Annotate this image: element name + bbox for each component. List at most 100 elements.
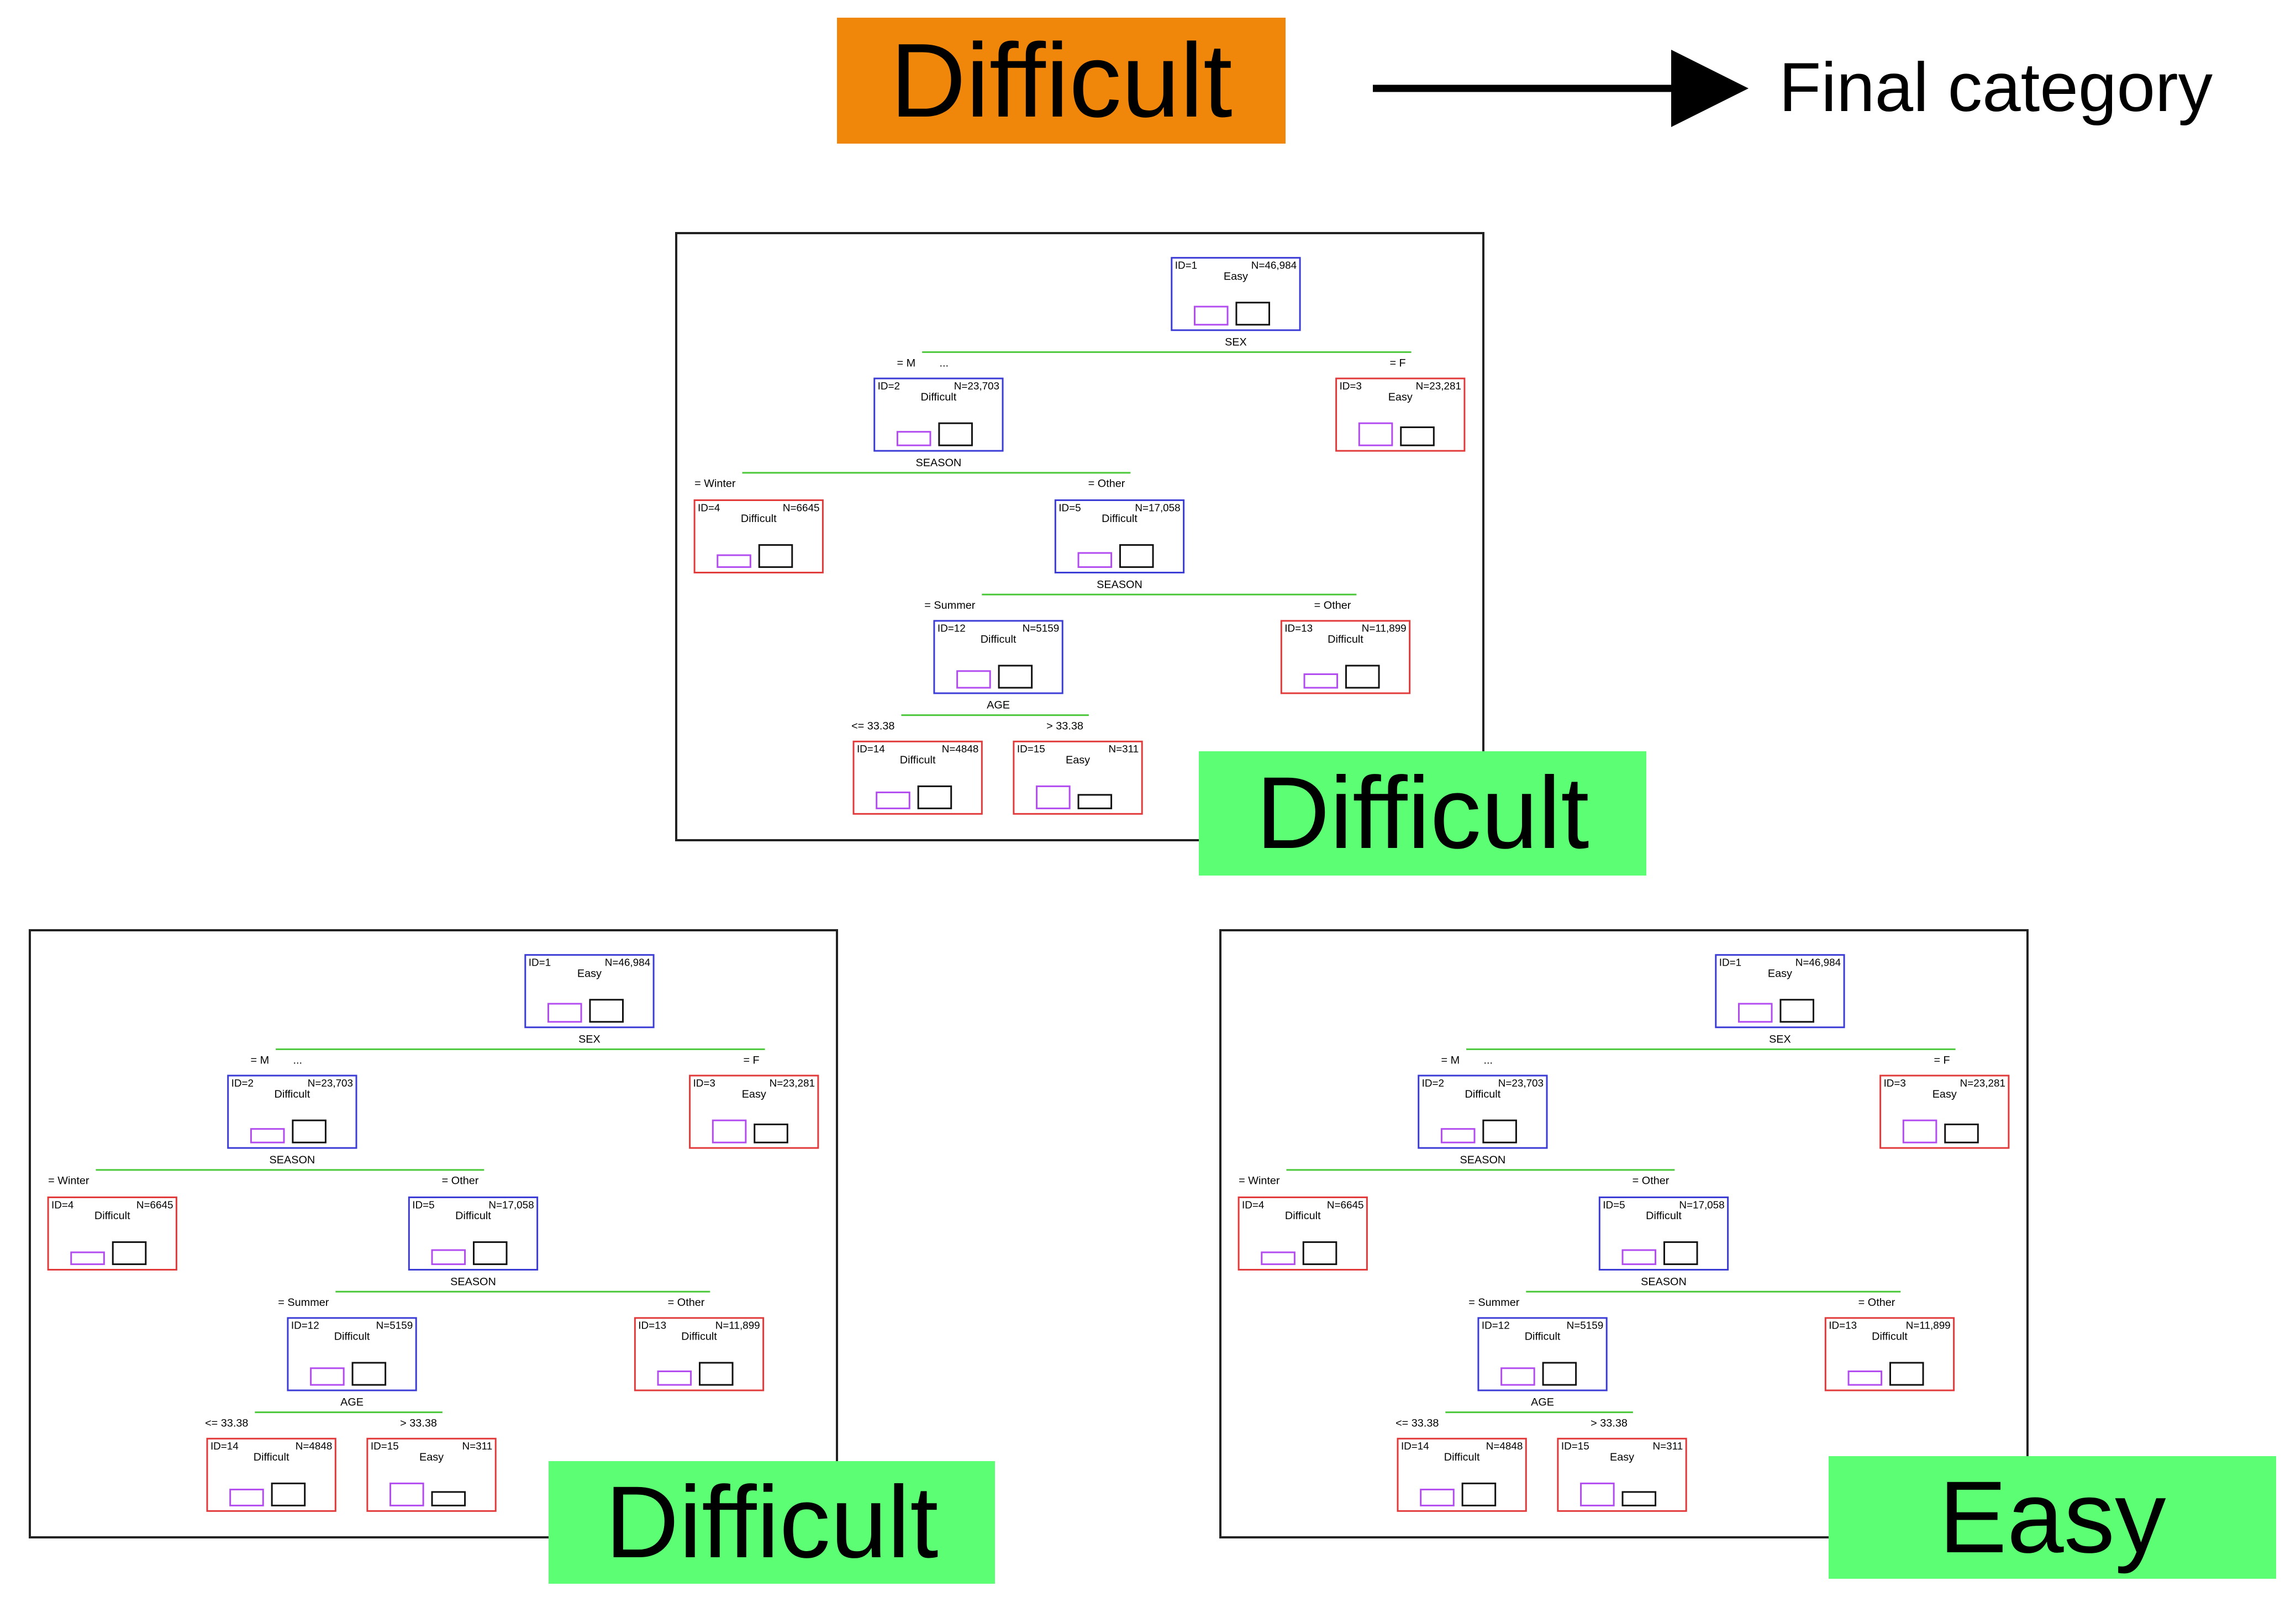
bar-difficult xyxy=(1944,1123,1979,1143)
bar-easy xyxy=(229,1488,264,1506)
bar-easy xyxy=(1902,1119,1937,1143)
node-count: N=5159 xyxy=(1567,1320,1604,1331)
node-count: N=6645 xyxy=(783,502,820,513)
node-id: ID=3 xyxy=(1884,1077,1906,1089)
node-count: N=23,703 xyxy=(954,380,999,392)
bar-difficult xyxy=(1345,665,1380,689)
node-class-label: Difficult xyxy=(1646,1210,1682,1222)
branch-label-left: = Summer xyxy=(924,599,975,612)
branch-label-right: = Other xyxy=(1314,599,1351,612)
bar-easy xyxy=(250,1128,285,1143)
node-class-label: Difficult xyxy=(275,1088,310,1100)
bar-difficult xyxy=(698,1362,734,1386)
node-split-variable: SEASON xyxy=(270,1154,315,1166)
bar-easy xyxy=(1621,1249,1657,1266)
node-id: ID=15 xyxy=(371,1440,399,1452)
bar-difficult xyxy=(938,422,973,446)
branch-label-right: = Other xyxy=(668,1296,705,1309)
node-count: N=11,899 xyxy=(1362,623,1407,634)
node-class-label: Easy xyxy=(1066,754,1090,766)
node-id: ID=4 xyxy=(51,1199,73,1210)
bar-difficult xyxy=(1542,1362,1577,1386)
node-count: N=46,984 xyxy=(1795,957,1841,968)
final-category-swatch: Difficult xyxy=(837,18,1286,144)
node-id: ID=14 xyxy=(210,1440,239,1452)
node-box xyxy=(1824,1317,1955,1392)
node-split-variable: SEASON xyxy=(1641,1276,1687,1288)
tree-panel-top: = M...= F= Winter= Other= Summer= Other<… xyxy=(675,232,1484,841)
node-id: ID=5 xyxy=(412,1199,434,1210)
node-count: N=4848 xyxy=(942,743,979,755)
node-count: N=4848 xyxy=(1486,1440,1523,1452)
node-box xyxy=(408,1196,539,1271)
bar-easy xyxy=(547,1003,582,1023)
bar-difficult xyxy=(589,999,624,1023)
decision-tree: = M...= F= Winter= Other= Summer= Other<… xyxy=(47,954,819,1512)
branch-label-left: = M xyxy=(897,357,916,369)
node-id: ID=14 xyxy=(1401,1440,1429,1452)
bar-difficult xyxy=(998,665,1033,689)
node-id: ID=15 xyxy=(1561,1440,1589,1452)
right-arrow-icon xyxy=(1373,50,1749,127)
node-id: ID=12 xyxy=(291,1320,319,1331)
node-id: ID=12 xyxy=(938,623,966,634)
bar-easy xyxy=(1580,1482,1615,1506)
node-class-label: Difficult xyxy=(254,1451,289,1463)
bar-easy xyxy=(70,1251,105,1266)
branch-label-right: = Other xyxy=(442,1175,479,1187)
branch-label-left: <= 33.38 xyxy=(205,1417,248,1429)
node-count: N=23,281 xyxy=(1416,380,1461,392)
node-id: ID=13 xyxy=(1829,1320,1857,1331)
verdict-text: Difficult xyxy=(1256,756,1589,870)
branch-label-left: = Winter xyxy=(1239,1175,1280,1187)
branch-label-right: = F xyxy=(1389,357,1405,369)
node-count: N=5159 xyxy=(376,1320,413,1331)
node-class-label: Easy xyxy=(1610,1451,1634,1463)
bar-easy xyxy=(657,1370,692,1386)
bar-difficult xyxy=(1077,794,1113,809)
node-id: ID=13 xyxy=(638,1320,666,1331)
tree-panel-bottom-right: = M...= F= Winter= Other= Summer= Other<… xyxy=(1219,929,2029,1538)
branch-label-left: = Summer xyxy=(278,1296,329,1309)
node-class-label: Difficult xyxy=(1285,1210,1321,1222)
node-id: ID=3 xyxy=(1340,380,1362,392)
branch-label-right: = Other xyxy=(1088,478,1125,490)
bar-easy xyxy=(956,670,991,689)
node-count: N=23,703 xyxy=(1498,1077,1544,1089)
node-split-variable: AGE xyxy=(987,699,1010,711)
node-count: N=311 xyxy=(1653,1440,1683,1452)
bar-difficult xyxy=(112,1241,147,1266)
branch-label-right: > 33.38 xyxy=(400,1417,437,1429)
verdict-label-top: Difficult xyxy=(1199,751,1646,876)
bar-easy xyxy=(1500,1367,1535,1386)
branch-label-left: = M xyxy=(251,1054,270,1066)
node-count: N=11,899 xyxy=(1906,1320,1951,1331)
bar-difficult xyxy=(1461,1482,1497,1506)
branch-label-right: = F xyxy=(743,1054,759,1066)
node-count: N=23,281 xyxy=(770,1077,815,1089)
bar-difficult xyxy=(1482,1119,1517,1143)
node-id: ID=2 xyxy=(231,1077,254,1089)
bar-difficult xyxy=(271,1482,306,1506)
node-id: ID=13 xyxy=(1284,623,1313,634)
bar-difficult xyxy=(431,1491,466,1506)
bar-difficult xyxy=(754,1123,788,1143)
bar-difficult xyxy=(758,544,793,568)
node-class-label: Easy xyxy=(742,1088,766,1100)
node-class-label: Easy xyxy=(1388,391,1413,403)
